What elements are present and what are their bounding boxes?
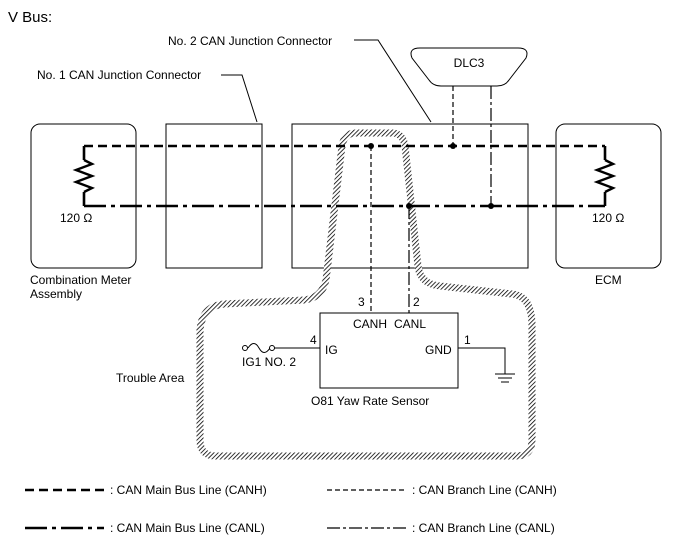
ground-icon [495, 373, 515, 383]
junction-connector-1-box [165, 123, 263, 269]
trouble-area-outline [196, 129, 536, 460]
sensor-canl-junction-dot [406, 203, 412, 209]
dlc3-canl-junction-dot [488, 203, 494, 209]
sensor-canh-junction-dot [368, 143, 374, 149]
diagram-title: V Bus: [8, 9, 52, 26]
pin-canh-label: CANH [353, 317, 387, 331]
combination-meter-label-line1: Combination Meter [30, 273, 131, 287]
legend-branch-canh-label: : CAN Branch Line (CANH) [412, 483, 557, 497]
legend-main-canh-label: : CAN Main Bus Line (CANH) [110, 483, 267, 497]
junction-connector-2-leader [354, 39, 432, 123]
legend-branch-canl-label: : CAN Branch Line (CANL) [412, 521, 555, 535]
resistor-right-label: 120 Ω [592, 211, 624, 225]
combination-meter-label-line2: Assembly [30, 287, 82, 301]
ecm-label: ECM [595, 273, 622, 287]
pin-canl-label: CANL [394, 317, 426, 331]
trouble-area-label: Trouble Area [116, 371, 185, 385]
junction-connector-1-label: No. 1 CAN Junction Connector [37, 68, 201, 82]
pin-canh-number: 3 [358, 295, 365, 309]
fuse-icon [247, 343, 271, 353]
resistor-left-zigzag [72, 158, 96, 194]
pin-ig-number: 4 [310, 333, 317, 347]
dlc3-connector [410, 47, 528, 87]
resistor-right-zigzag [593, 158, 617, 194]
pin-gnd-label: GND [425, 343, 452, 357]
resistor-left-label: 120 Ω [60, 211, 92, 225]
pin-canl-number: 2 [413, 295, 420, 309]
fuse-label: IG1 NO. 2 [242, 355, 296, 369]
legend-main-canl-label: : CAN Main Bus Line (CANL) [110, 521, 265, 535]
junction-connector-2-box [291, 123, 529, 269]
yaw-rate-sensor-name: O81 Yaw Rate Sensor [311, 394, 429, 408]
fuse-terminal-right [269, 345, 275, 351]
fuse-terminal-left [242, 345, 248, 351]
junction-connector-1-leader [221, 74, 258, 123]
gnd-wire [458, 347, 506, 374]
combination-meter-box [30, 123, 137, 269]
ecm-box [555, 123, 662, 269]
yaw-rate-sensor-box [319, 312, 459, 389]
junction-connector-2-label: No. 2 CAN Junction Connector [168, 34, 332, 48]
dlc3-canh-junction-dot [450, 143, 456, 149]
dlc3-label: DLC3 [454, 56, 485, 70]
pin-gnd-number: 1 [464, 333, 471, 347]
pin-ig-label: IG [325, 343, 338, 357]
